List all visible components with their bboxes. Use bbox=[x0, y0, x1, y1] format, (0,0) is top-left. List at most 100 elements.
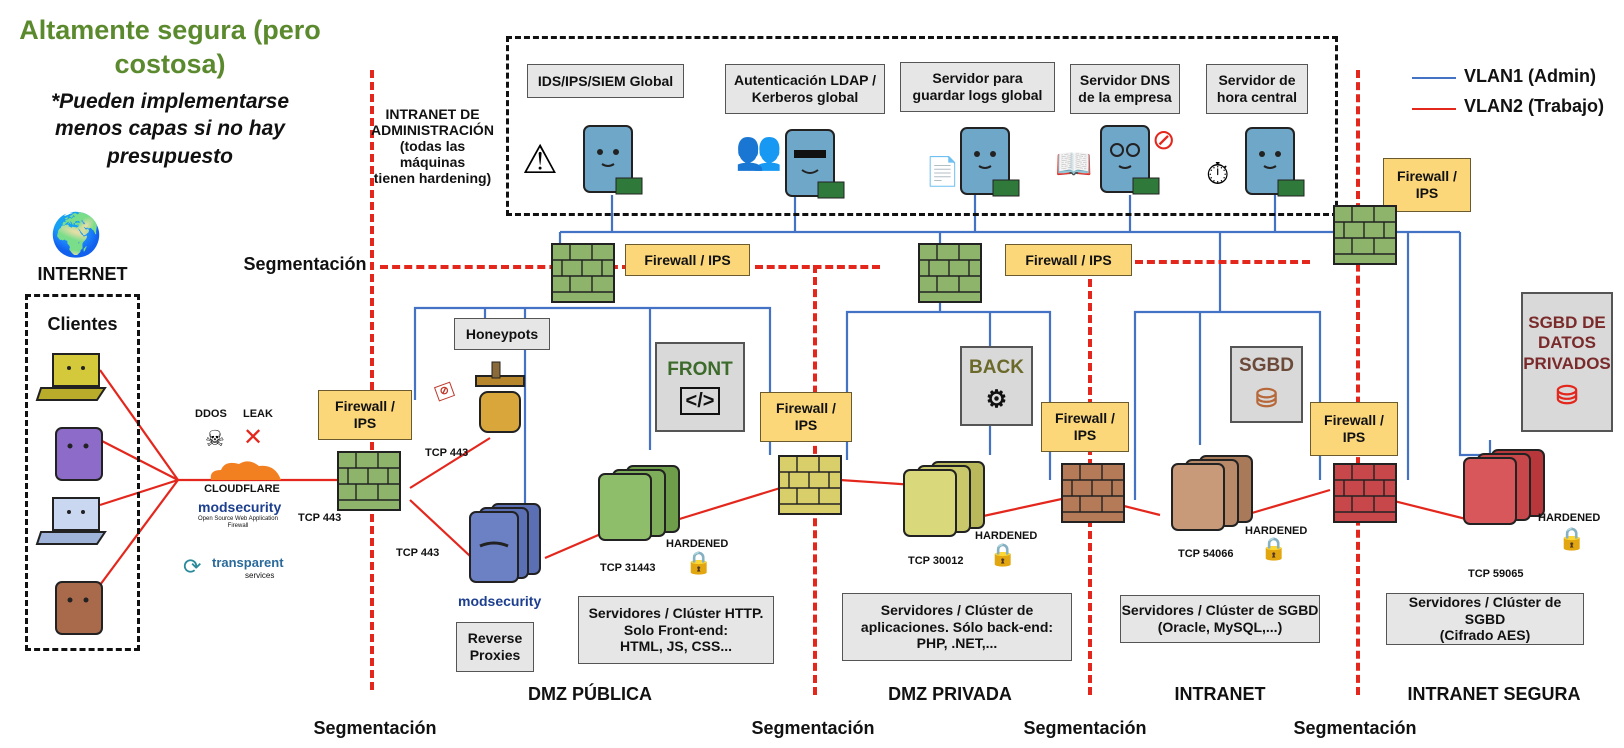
admin-box-dns: Servidor DNS de la empresa bbox=[1070, 64, 1180, 114]
private-db-tier-card: SGBD DE DATOS PRIVADOS ⛁ bbox=[1521, 292, 1613, 432]
secure-hardened-label: HARDENED bbox=[1538, 512, 1601, 524]
admin-server-ldap bbox=[785, 129, 845, 199]
zone-intranet-segura: INTRANET SEGURA bbox=[1407, 684, 1581, 704]
front-tier-label: FRONT bbox=[667, 358, 733, 380]
port-proxy: TCP 443 bbox=[396, 547, 440, 559]
cloudflare-cloud-icon bbox=[210, 461, 281, 480]
client-desktop-brown bbox=[55, 581, 103, 635]
port-sgbd: TCP 54066 bbox=[1178, 548, 1234, 560]
blocked-icon: ⊘ bbox=[1152, 124, 1176, 155]
port-back: TCP 30012 bbox=[908, 555, 964, 567]
database-icon: ⛁ bbox=[1255, 383, 1278, 414]
reverse-proxies-label: Reverse Proxies bbox=[456, 622, 534, 672]
legend-vlan2-label: VLAN2 (Trabajo) bbox=[1464, 96, 1605, 116]
zone-dmz-privada: DMZ PRIVADA bbox=[888, 684, 1012, 704]
admin-server-logs bbox=[960, 127, 1020, 197]
segmentation-label-1: Segmentación bbox=[313, 718, 437, 738]
zone-intranet: INTRANET bbox=[1174, 684, 1266, 704]
firewall-dmz-public-private-label: Firewall / IPS bbox=[760, 392, 852, 442]
firewall-edge-label: Firewall / IPS bbox=[318, 390, 412, 440]
private-db-tier-label: SGBD DE DATOS PRIVADOS bbox=[1523, 312, 1611, 373]
admin-box-logs: Servidor para guardar logs global bbox=[900, 62, 1055, 112]
admin-server-time bbox=[1245, 127, 1305, 197]
segmentation-line-4 bbox=[1356, 70, 1360, 695]
page-subtitle: *Pueden implementarse menos capas si no … bbox=[50, 90, 290, 168]
front-description: Servidores / Clúster HTTP. Solo Front-en… bbox=[578, 596, 774, 664]
legend-vlan1-label: VLAN1 (Admin) bbox=[1464, 66, 1596, 86]
segmentation-hline-2 bbox=[755, 265, 880, 269]
back-lock-icon: 🔒 bbox=[989, 542, 1017, 567]
legend-vlan1-swatch bbox=[1412, 77, 1456, 79]
admin-box-time: Servidor de hora central bbox=[1206, 64, 1308, 114]
front-hardened-label: HARDENED bbox=[666, 538, 729, 550]
clients-label: Clientes bbox=[47, 314, 118, 334]
sgbd-lock-icon: 🔒 bbox=[1260, 536, 1288, 561]
honeypot-node bbox=[475, 361, 525, 433]
legend: VLAN1 (Admin) VLAN2 (Trabajo) bbox=[1412, 64, 1612, 124]
back-tier-label: BACK bbox=[969, 357, 1024, 379]
segmentation-hline-1 bbox=[380, 265, 630, 269]
transparent-logo-icon: ⟳ bbox=[183, 554, 202, 579]
back-tier-card: BACK ⚙ bbox=[960, 346, 1033, 426]
front-tier-card: FRONT </> bbox=[655, 342, 745, 432]
sgbd-tier-label: SGBD bbox=[1239, 354, 1294, 376]
leak-blocked-icon: ✕ bbox=[243, 424, 264, 451]
client-laptop-blue bbox=[35, 497, 107, 545]
firewall-admin-secure bbox=[1333, 205, 1397, 265]
users-icon: 👥 bbox=[735, 130, 783, 172]
port-secure: TCP 59065 bbox=[1468, 568, 1524, 580]
globe-icon: 🌍 bbox=[50, 211, 103, 258]
secure-description: Servidores / Clúster de SGBD (Cifrado AE… bbox=[1386, 593, 1584, 645]
back-server-cluster bbox=[903, 461, 985, 537]
book-icon: 📖 bbox=[1055, 148, 1093, 181]
cctv-warning-icon: ⚠ bbox=[522, 138, 558, 182]
front-lock-icon: 🔒 bbox=[685, 550, 713, 575]
admin-server-ids bbox=[583, 125, 643, 195]
firewall-admin-dmz-label: Firewall / IPS bbox=[625, 244, 750, 276]
code-window-icon: </> bbox=[679, 387, 721, 416]
legend-vlan2-swatch bbox=[1412, 108, 1456, 110]
client-laptop-yellow bbox=[35, 353, 107, 401]
admin-intranet-title: INTRANET DE ADMINISTRACIÓN (todas las má… bbox=[371, 106, 494, 187]
admin-box-ids: IDS/IPS/SIEM Global bbox=[527, 64, 684, 98]
transparent-sublabel: services bbox=[245, 571, 275, 580]
cloudflare-label: CLOUDFLARE bbox=[204, 483, 280, 495]
private-database-icon: ⛁ bbox=[1556, 379, 1578, 410]
admin-intranet-zone bbox=[506, 36, 1338, 216]
transparent-label: transparent bbox=[212, 555, 284, 570]
sgbd-server-cluster bbox=[1171, 455, 1253, 531]
firewall-intranet-secure-label: Firewall / IPS bbox=[1310, 402, 1398, 456]
firewall-admin-secure-label: Firewall / IPS bbox=[1383, 158, 1471, 212]
segmentation-label-4: Segmentación bbox=[1293, 718, 1417, 738]
port-honeypot: TCP 443 bbox=[425, 447, 469, 459]
secure-server-cluster bbox=[1463, 449, 1545, 525]
firewall-edge bbox=[337, 451, 401, 511]
firewall-admin-private bbox=[918, 243, 982, 303]
firewall-admin-private-label: Firewall / IPS bbox=[1005, 244, 1132, 276]
edge-modsecurity-label: modsecurity bbox=[198, 499, 282, 515]
segmentation-label-top: Segmentación bbox=[243, 254, 367, 274]
front-server-cluster bbox=[598, 465, 680, 541]
secure-lock-icon: 🔒 bbox=[1558, 526, 1586, 551]
leak-label: LEAK bbox=[243, 408, 273, 420]
firewall-private-intranet-label: Firewall / IPS bbox=[1041, 402, 1129, 452]
back-description: Servidores / Clúster de aplicaciones. Só… bbox=[842, 593, 1072, 661]
ddos-blocked-icon: ☠ bbox=[205, 426, 225, 451]
firewall-admin-dmz bbox=[551, 243, 615, 303]
gear-icon: ⚙ bbox=[985, 386, 1008, 413]
port-edge: TCP 443 bbox=[298, 512, 342, 524]
firewall-intranet-secure bbox=[1333, 463, 1397, 523]
segmentation-hline-3 bbox=[1135, 260, 1310, 264]
admin-server-dns bbox=[1100, 125, 1160, 195]
client-desktop-purple bbox=[55, 427, 103, 481]
back-hardened-label: HARDENED bbox=[975, 530, 1038, 542]
honeypots-label: Honeypots bbox=[454, 318, 550, 350]
ddos-label: DDOS bbox=[195, 408, 227, 420]
zone-dmz-publica: DMZ PÚBLICA bbox=[528, 684, 652, 704]
sgbd-hardened-label: HARDENED bbox=[1245, 525, 1308, 537]
segmentation-label-2: Segmentación bbox=[751, 718, 875, 738]
segmentation-line-1 bbox=[370, 70, 374, 690]
page-title: Altamente segura (pero costosa) bbox=[19, 15, 321, 79]
firewall-private-intranet bbox=[1061, 463, 1125, 523]
